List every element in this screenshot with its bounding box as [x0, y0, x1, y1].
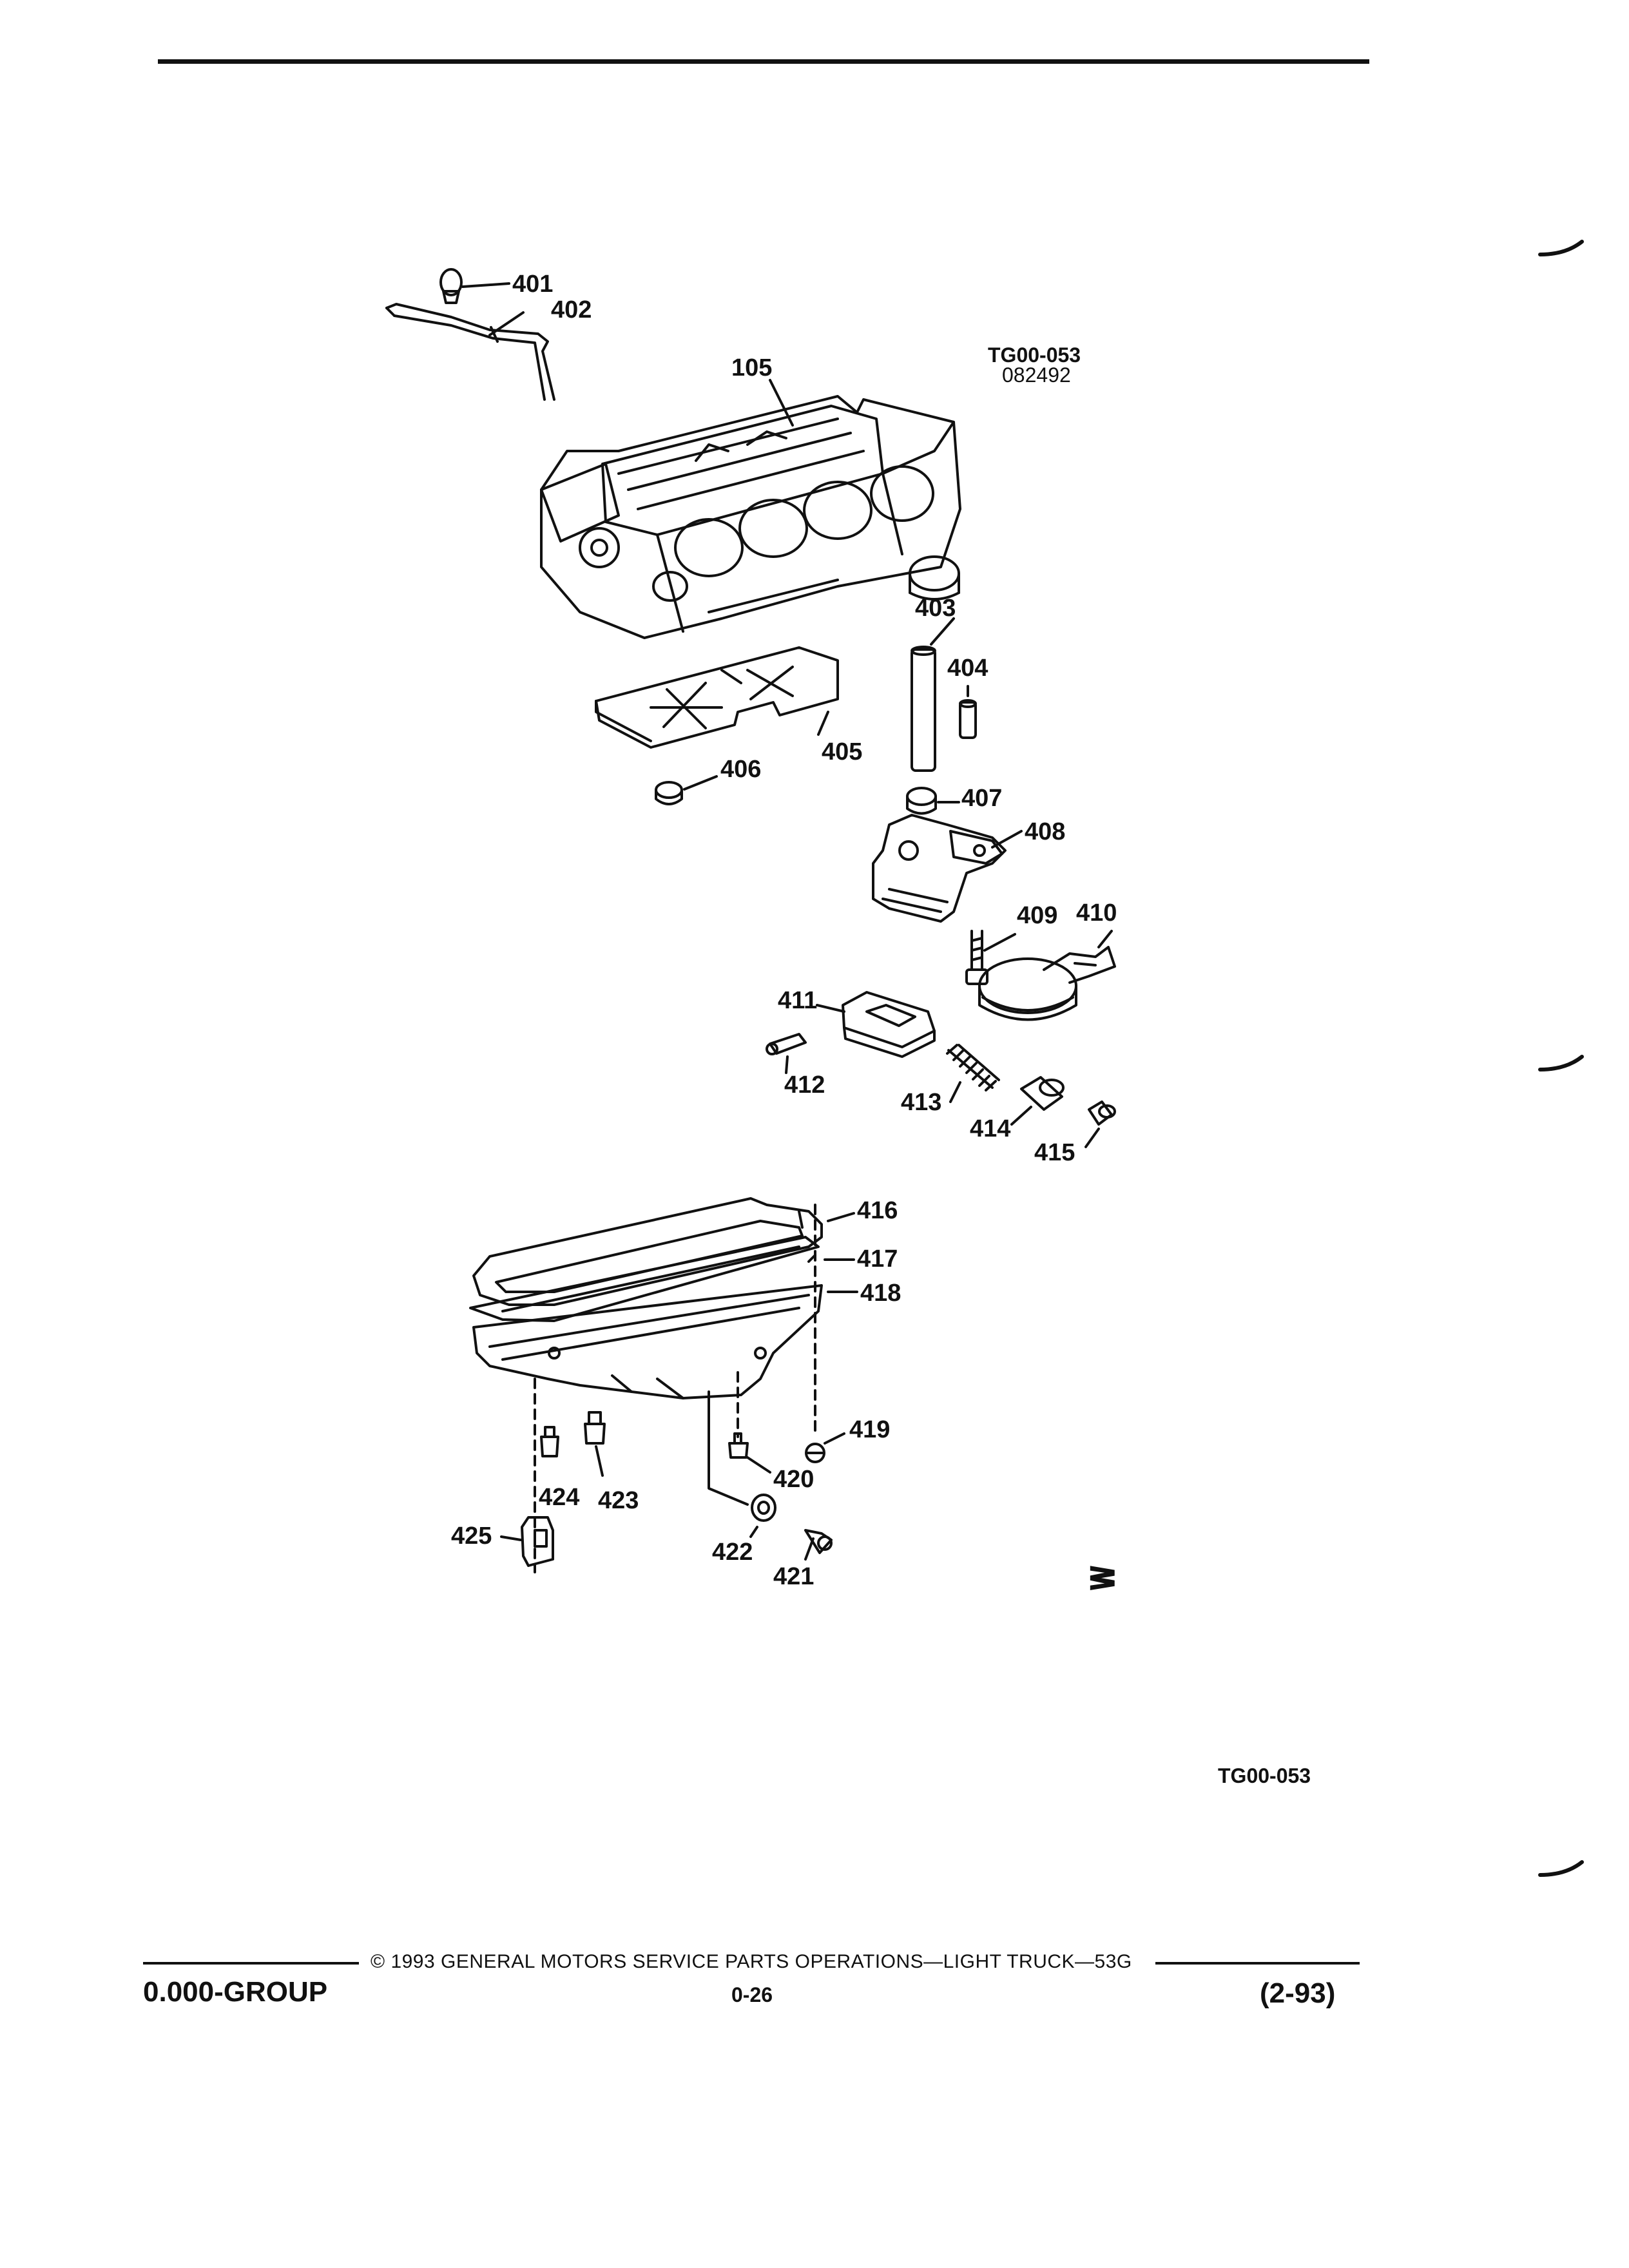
page-number: 0-26	[731, 1983, 773, 2006]
illustration-code-bottom: TG00-053	[1218, 1764, 1311, 1787]
callout-425: 425	[451, 1523, 492, 1550]
part-401-dipstick-handle	[439, 268, 463, 304]
callout-422: 422	[712, 1539, 753, 1566]
callout-105: 105	[731, 354, 773, 381]
callout-401: 401	[512, 271, 554, 298]
callout-418: 418	[860, 1280, 901, 1307]
copyright-line: © 1993 GENERAL MOTORS SERVICE PARTS OPER…	[371, 1951, 1132, 1972]
part-421-bolt	[804, 1529, 833, 1554]
callout-405: 405	[822, 738, 863, 765]
footer-rule-left	[143, 1962, 359, 1965]
part-411-pump-cover	[842, 991, 936, 1058]
callout-406: 406	[720, 756, 762, 783]
revision-date: (2-93)	[1260, 1977, 1336, 2009]
illustration-date-code: 082492	[1002, 363, 1071, 387]
callout-416: 416	[857, 1197, 898, 1224]
part-418-oil-pan	[472, 1284, 823, 1399]
callout-413: 413	[901, 1089, 942, 1116]
part-408-oil-pump	[872, 814, 1007, 923]
part-403-oil-pump-drive-shaft	[911, 646, 936, 772]
callout-419: 419	[849, 1416, 891, 1443]
callout-407: 407	[961, 785, 1003, 812]
part-416-oil-pan-gasket	[472, 1197, 823, 1306]
catalog-symbol: ᕒ	[1088, 1561, 1118, 1598]
part-410-oil-pickup-screen	[978, 946, 1116, 1021]
callout-414: 414	[970, 1115, 1011, 1142]
footer-rule-right	[1155, 1962, 1360, 1965]
part-415-plug	[1088, 1100, 1116, 1126]
part-406-grommet	[655, 781, 683, 805]
part-423-stud	[584, 1411, 606, 1445]
callout-409: 409	[1017, 902, 1058, 929]
callout-408: 408	[1025, 818, 1066, 845]
illustration-code-top: TG00-053	[988, 343, 1081, 367]
part-404-pin	[959, 699, 977, 739]
part-402-dipstick-tube	[385, 303, 555, 401]
part-407-retainer	[906, 787, 937, 815]
callout-412: 412	[784, 1072, 825, 1099]
part-425-clip	[521, 1516, 554, 1567]
callout-423: 423	[598, 1487, 639, 1514]
group-label: 0.000-GROUP	[143, 1976, 328, 2008]
callout-415: 415	[1034, 1139, 1075, 1166]
callout-403: 403	[915, 595, 956, 622]
part-422-seal	[751, 1494, 776, 1522]
part-419-nut	[805, 1443, 825, 1463]
callout-417: 417	[857, 1245, 898, 1273]
callout-410: 410	[1076, 899, 1117, 927]
top-rule	[158, 59, 1369, 64]
callout-404: 404	[947, 655, 988, 682]
part-405-windage-tray	[595, 646, 839, 749]
callout-421: 421	[773, 1563, 815, 1590]
part-409-bolt	[965, 930, 988, 985]
callout-420: 420	[773, 1466, 815, 1493]
callout-402: 402	[551, 296, 592, 323]
part-412-pin	[766, 1033, 807, 1055]
callout-411: 411	[778, 987, 818, 1014]
part-424-stud	[540, 1426, 559, 1457]
part-413-spring	[946, 1044, 1000, 1091]
part-414-valve	[1020, 1076, 1065, 1111]
part-105-engine-block	[540, 395, 961, 639]
callout-424: 424	[539, 1484, 580, 1511]
